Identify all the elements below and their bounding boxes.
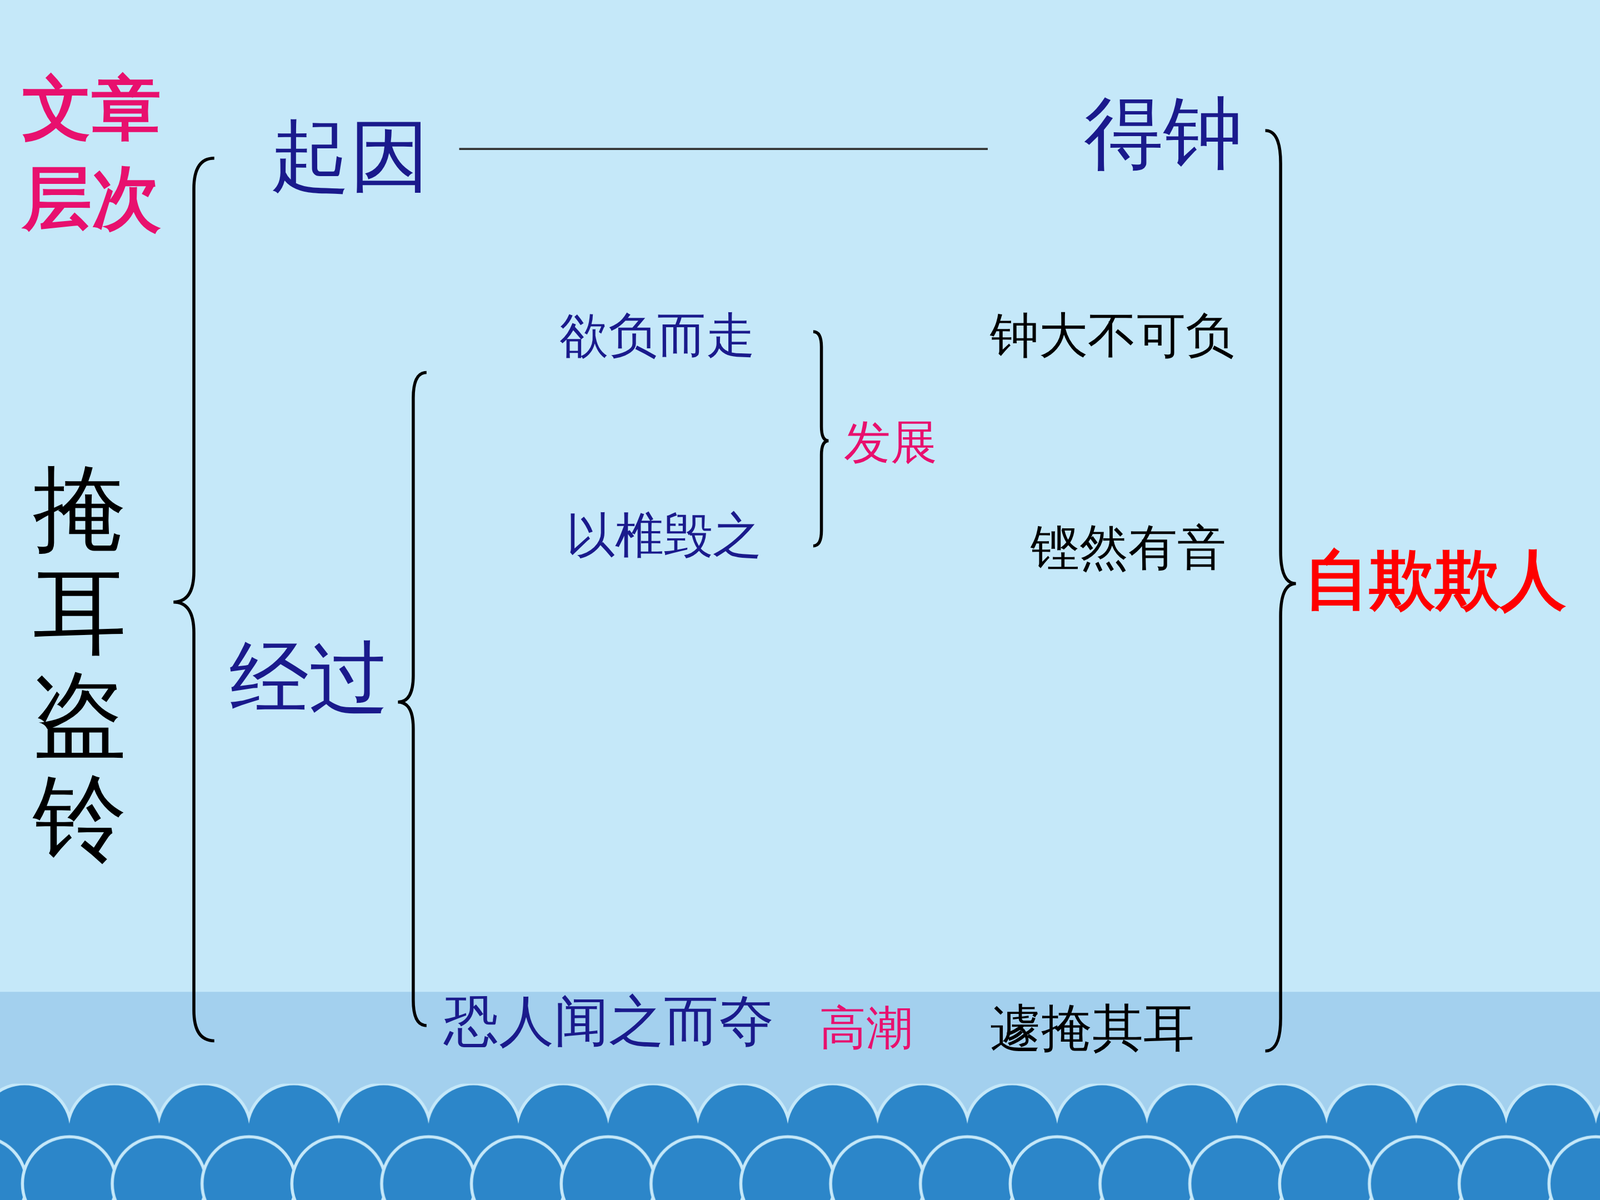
dash-line xyxy=(459,147,988,150)
section-label: 起因 xyxy=(270,108,430,204)
detail-label: 铿然有音 xyxy=(1030,518,1227,578)
stage-label: 高潮 xyxy=(819,1000,913,1057)
small-brace xyxy=(813,331,829,547)
detail-label: 钟大不可负 xyxy=(990,306,1235,365)
detail-label: 遽掩其耳 xyxy=(990,997,1195,1059)
event-label: 欲负而走 xyxy=(559,306,755,365)
section-label: 经过 xyxy=(229,630,389,727)
event-label: 恐人闻之而夺 xyxy=(443,987,774,1054)
left-brace xyxy=(173,158,214,1042)
stage-label: 发展 xyxy=(843,414,938,471)
bottom-band xyxy=(0,991,1600,1200)
story-title: 掩耳盗铃 xyxy=(32,457,127,871)
inner-brace xyxy=(397,372,427,1026)
wave-band xyxy=(0,1083,1600,1200)
slide-heading: 文章层次 xyxy=(22,63,165,244)
event-label: 以椎毁之 xyxy=(566,506,762,565)
moral-label: 自欺欺人 xyxy=(1303,540,1567,619)
section-point: 得钟 xyxy=(1083,85,1243,182)
right-brace xyxy=(1265,130,1297,1052)
